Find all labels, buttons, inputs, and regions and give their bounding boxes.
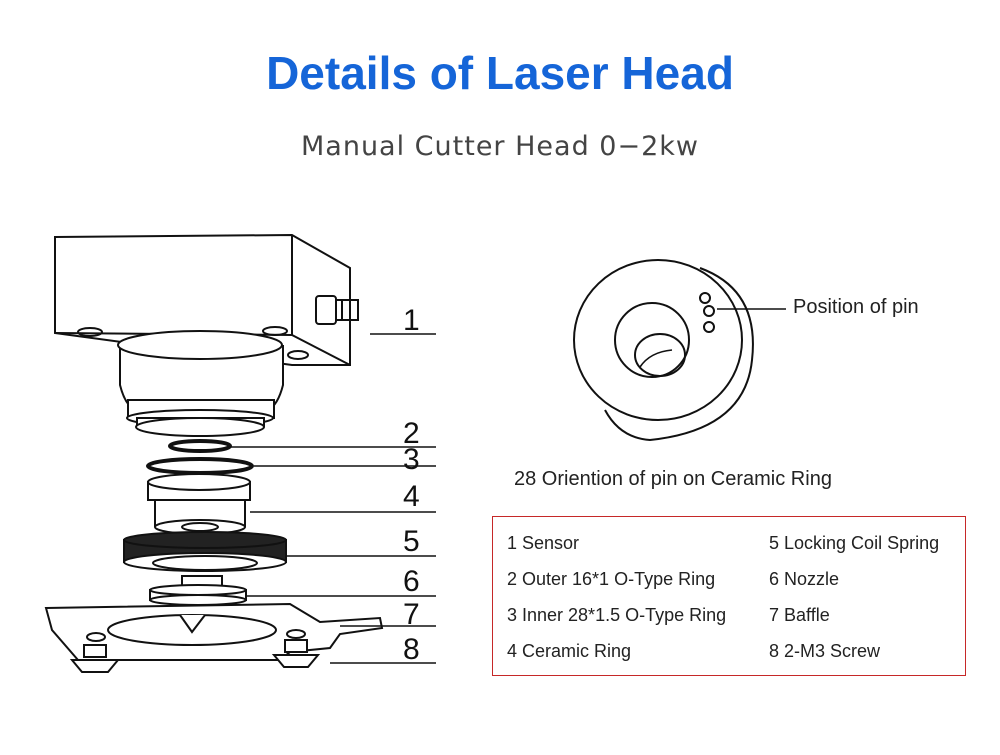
outer-o-ring: [168, 439, 232, 453]
parts-legend: 1 Sensor 2 Outer 16*1 O-Type Ring 3 Inne…: [492, 516, 966, 676]
pin-position-label: Position of pin: [793, 296, 919, 318]
ceramic-ring-part: [147, 473, 251, 535]
legend-item: 2 Outer 16*1 O-Type Ring: [507, 569, 716, 589]
part-number-7: 7: [403, 598, 420, 631]
legend-item: 4 Ceramic Ring: [507, 641, 632, 661]
pin-hole: [703, 305, 715, 317]
legend-item: 3 Inner 28*1.5 O-Type Ring: [507, 605, 727, 625]
part-number-8: 8: [403, 633, 420, 666]
part-number-2: 2: [403, 417, 420, 450]
legend-item: 1 Sensor: [507, 533, 580, 553]
part-number-3: 3: [403, 443, 420, 476]
legend-item: 5 Locking Coil Spring: [769, 533, 940, 553]
locking-coil-spring: [123, 531, 287, 572]
ceramic-ring-caption: 28 Oriention of pin on Ceramic Ring: [514, 468, 832, 490]
leader-lines: [228, 333, 436, 664]
page-title: Details of Laser Head: [266, 47, 734, 99]
part-number-4: 4: [403, 480, 420, 513]
ceramic-ring-detail: [573, 259, 786, 442]
legend-item: 8 2-M3 Screw: [769, 641, 881, 661]
part-number-1: 1: [403, 304, 420, 337]
m3-screws: [69, 639, 321, 673]
part-number-6: 6: [403, 565, 420, 598]
page-subtitle: Manual Cutter Head 0−2kw: [300, 131, 699, 162]
inner-o-ring: [146, 457, 254, 475]
nozzle-part: [149, 575, 247, 606]
part-number-5: 5: [403, 525, 420, 558]
sensor-body-cone: [117, 330, 284, 437]
legend-item: 7 Baffle: [769, 605, 830, 625]
pin-hole: [703, 321, 715, 333]
pin-hole: [699, 292, 711, 304]
legend-item: 6 Nozzle: [769, 569, 840, 589]
